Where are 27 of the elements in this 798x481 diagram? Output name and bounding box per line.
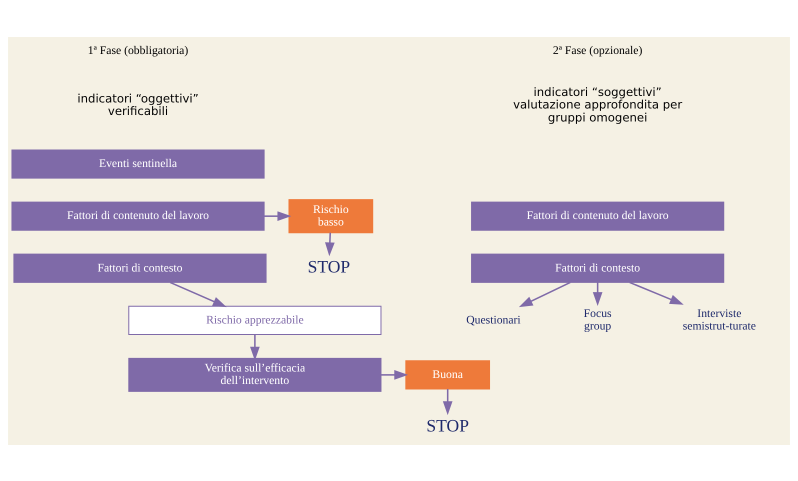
node-text: Interviste semistrut-turate (682, 306, 756, 332)
node-text: STOP (426, 414, 469, 435)
arrow (629, 281, 684, 304)
node-text: Questionari (466, 312, 521, 326)
node-box: Rischio apprezzabile (128, 305, 382, 334)
label: indicatori “soggettivi” valutazione approfondita per gruppi omogenei (513, 84, 682, 124)
arrow (264, 210, 292, 221)
arrow (592, 282, 602, 306)
arrow (381, 370, 408, 380)
node-text: Focus group (584, 306, 612, 332)
arrow (170, 281, 227, 307)
node-box: Eventi sentinella (11, 148, 265, 178)
arrow (518, 281, 571, 307)
label: indicatori “oggettivi” verificabili (77, 90, 199, 118)
label: 2ª Fase (opzionale) (552, 44, 642, 57)
arrow (442, 388, 453, 415)
node-box: Fattori di contenuto del lavoro (471, 201, 724, 230)
node-box: Fattori di contesto (471, 253, 724, 282)
node-box: Verifica sull’efficacia dell’intervento (128, 357, 382, 392)
node-box: Rischio basso (288, 198, 374, 233)
node-box: Buona (405, 360, 490, 389)
arrow (250, 334, 260, 360)
node-box: Fattori di contenuto del lavoro (11, 201, 265, 230)
label: 1ª Fase (obbligatoria) (88, 44, 188, 57)
node-text: STOP (308, 256, 350, 276)
node-box: Fattori di contesto (13, 253, 267, 282)
arrow (325, 232, 335, 256)
